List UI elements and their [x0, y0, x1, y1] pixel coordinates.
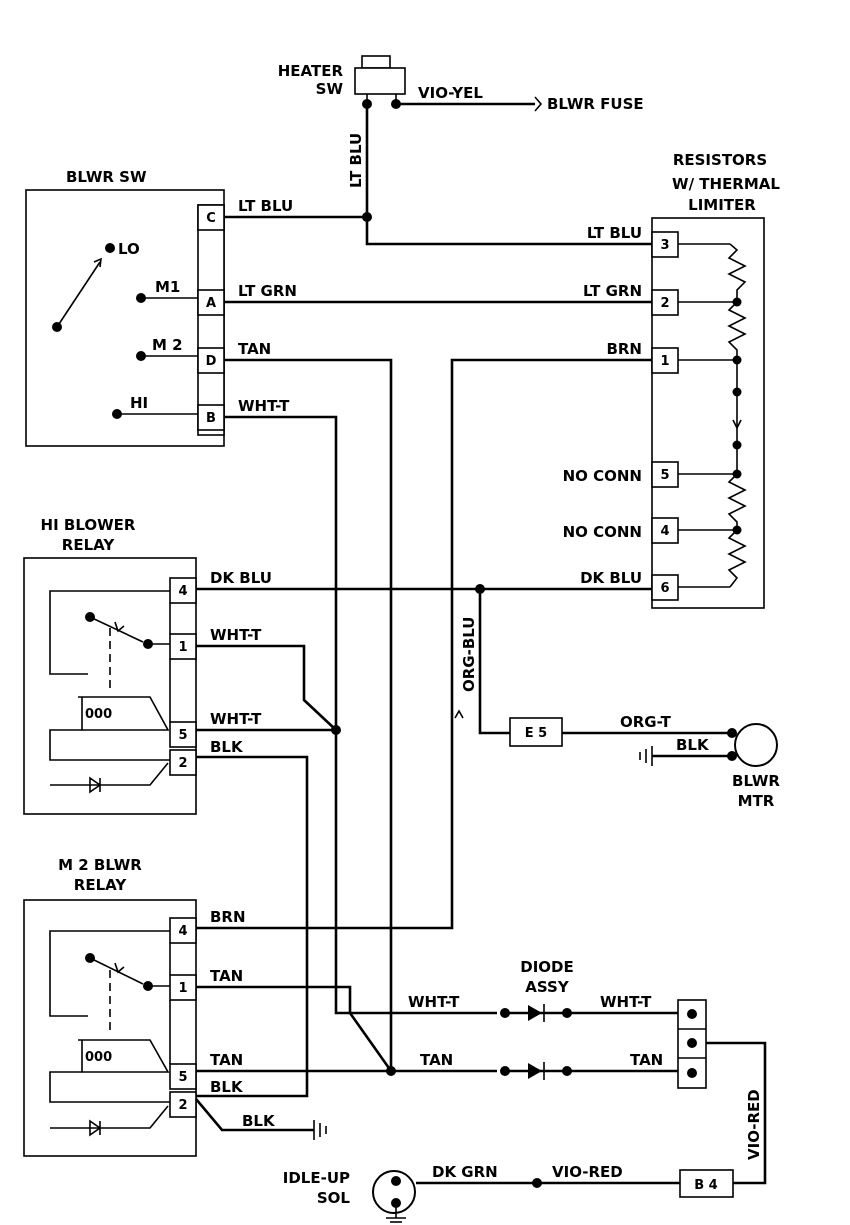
resistors-label-2: W/ THERMAL: [672, 175, 780, 193]
blwr-sw-pin-b: B: [206, 411, 216, 426]
blwr-fuse-label: BLWR FUSE: [547, 95, 644, 113]
resistor-pin-6: 6: [660, 581, 669, 596]
wire-label-wht-t-hi5: WHT-T: [210, 710, 262, 728]
blower-switch: C A D B LO M1 M 2 HI: [25, 189, 225, 447]
heater-sw-label-2: SW: [316, 80, 344, 98]
wire-label-blk-m2-2a: BLK: [210, 1078, 244, 1096]
diode-assy-label-2: ASSY: [525, 978, 570, 996]
resistor-pin-3: 3: [660, 238, 669, 253]
m2-relay-label-1: M 2 BLWR: [58, 856, 142, 874]
wire-label-brn-r1: BRN: [606, 340, 642, 358]
connector-e5: [509, 717, 563, 747]
wire-label-org-blu: ORG-BLU: [460, 617, 478, 692]
hi-relay-pin-2: 2: [178, 756, 187, 771]
wire-label-wht-t-hi1: WHT-T: [210, 626, 262, 644]
m2-relay-pin-5: 5: [178, 1070, 187, 1085]
resistor-pin-1: 1: [660, 354, 669, 369]
wire-label-tan-m2-1: TAN: [210, 967, 243, 985]
wire-label-org-t: ORG-T: [620, 713, 672, 731]
wire-label-dk-grn: DK GRN: [432, 1163, 498, 1181]
wire-label-lt-blu-c: LT BLU: [238, 197, 293, 215]
wire-label-tan-diode-r: TAN: [630, 1051, 663, 1069]
hi-relay-label-2: RELAY: [62, 536, 116, 554]
wire-label-blk-hi2: BLK: [210, 738, 244, 756]
connector-b4-label: B 4: [694, 1178, 717, 1193]
wire-label-brn-m2: BRN: [210, 908, 246, 926]
resistors-label-3: LIMITER: [688, 196, 756, 214]
switch-pos-m1: M1: [155, 278, 180, 296]
idle-up-solenoid: [372, 1170, 416, 1223]
no-conn-label-5: NO CONN: [563, 467, 642, 485]
m2-relay-label-2: RELAY: [74, 876, 128, 894]
blwr-sw-label: BLWR SW: [66, 168, 147, 186]
switch-pos-m2: M 2: [152, 336, 183, 354]
wire-label-lt-blu-r3: LT BLU: [587, 224, 642, 242]
wire-label-wht-t-b: WHT-T: [238, 397, 290, 415]
blwr-sw-pin-c: C: [206, 211, 216, 226]
m2-relay-pin-1: 1: [178, 981, 187, 996]
wire-label-tan-diode-l: TAN: [420, 1051, 453, 1069]
diode-upper: [500, 1004, 572, 1022]
blwr-sw-pin-d: D: [206, 354, 217, 369]
wire-label-vio-red: VIO-RED: [552, 1163, 623, 1181]
wire-label-wht-t-diode-l: WHT-T: [408, 993, 460, 1011]
resistor-pin-5: 5: [660, 468, 669, 483]
wire-label-vio-red-vertical: VIO-RED: [745, 1089, 763, 1160]
no-conn-label-4: NO CONN: [563, 523, 642, 541]
connector-b4: [679, 1169, 734, 1198]
wire-label-dk-blu-relay: DK BLU: [210, 569, 272, 587]
ground-symbol-relay: [313, 1120, 327, 1140]
hi-blower-relay: 4 1 5 2 000: [23, 557, 197, 815]
blower-motor: [734, 723, 778, 767]
hi-relay-pin-4: 4: [178, 584, 187, 599]
resistors-label-1: RESISTORS: [673, 151, 767, 169]
switch-pos-lo: LO: [118, 240, 140, 258]
heater-sw-label-1: HEATER: [278, 62, 344, 80]
ground-symbol-motor: [639, 746, 653, 766]
resistor-pin-2: 2: [660, 296, 669, 311]
hi-relay-coil: 000: [85, 707, 112, 722]
wire-label-blk-m2-2b: BLK: [242, 1112, 276, 1130]
heater-switch: HEATER SW: [278, 55, 406, 109]
wire-label-vio-yel: VIO-YEL: [418, 84, 483, 102]
diode-assy-label-1: DIODE: [520, 958, 573, 976]
wire-label-lt-grn-a: LT GRN: [238, 282, 297, 300]
idle-up-sol-label-2: SOL: [317, 1189, 351, 1207]
wire-label-lt-blu-vertical: LT BLU: [347, 133, 365, 188]
blwr-mtr-label-2: MTR: [738, 792, 775, 810]
m2-relay-coil: 000: [85, 1050, 112, 1065]
wire-label-blk-motor: BLK: [676, 736, 710, 754]
switch-pos-hi: HI: [130, 394, 148, 412]
diode-connector: [677, 999, 707, 1089]
hi-relay-label-1: HI BLOWER: [41, 516, 136, 534]
resistor-pin-4: 4: [660, 524, 669, 539]
idle-up-sol-label-1: IDLE-UP: [283, 1169, 350, 1187]
wire-label-tan-d: TAN: [238, 340, 271, 358]
hi-relay-pin-5: 5: [178, 728, 187, 743]
connector-e5-label: E 5: [525, 726, 547, 741]
wire-label-wht-t-diode-r: WHT-T: [600, 993, 652, 1011]
m2-blower-relay: 4 1 5 2 000: [23, 899, 197, 1157]
m2-relay-pin-4: 4: [178, 924, 187, 939]
resistor-block: 3 2 1 5 4 6: [651, 217, 765, 609]
blwr-sw-pin-a: A: [206, 296, 216, 311]
wire-label-tan-m2-5: TAN: [210, 1051, 243, 1069]
m2-relay-pin-2: 2: [178, 1098, 187, 1113]
diode-lower: [500, 1062, 572, 1080]
wire-label-dk-blu-r6: DK BLU: [580, 569, 642, 587]
hi-relay-pin-1: 1: [178, 640, 187, 655]
blwr-mtr-label-1: BLWR: [732, 772, 780, 790]
wire-label-lt-grn-r2: LT GRN: [583, 282, 642, 300]
